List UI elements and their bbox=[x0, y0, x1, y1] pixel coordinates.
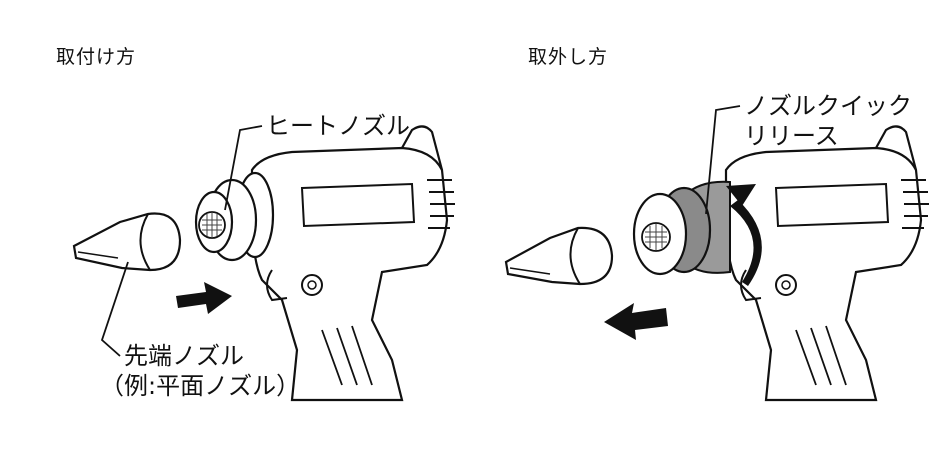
install-heading: 取付け方 bbox=[56, 46, 137, 68]
left-tip-nozzle bbox=[72, 212, 182, 272]
quick-release-label-line2: リリース bbox=[744, 122, 839, 150]
left-heat-gun bbox=[194, 125, 457, 402]
heat-nozzle-label: ヒートノズル bbox=[266, 112, 410, 140]
insert-arrow-icon bbox=[176, 282, 232, 314]
right-heat-gun bbox=[632, 125, 931, 402]
quick-release-label-line1: ノズルクイック bbox=[744, 92, 912, 120]
remove-arrow-icon bbox=[604, 303, 668, 340]
tip-nozzle-label: 先端ノズル bbox=[124, 342, 244, 370]
rotate-arrow-icon bbox=[730, 200, 762, 286]
remove-heading: 取外し方 bbox=[528, 46, 609, 68]
tip-nozzle-example-label: （例:平面ノズル） bbox=[100, 372, 301, 400]
right-tip-nozzle bbox=[504, 226, 614, 286]
